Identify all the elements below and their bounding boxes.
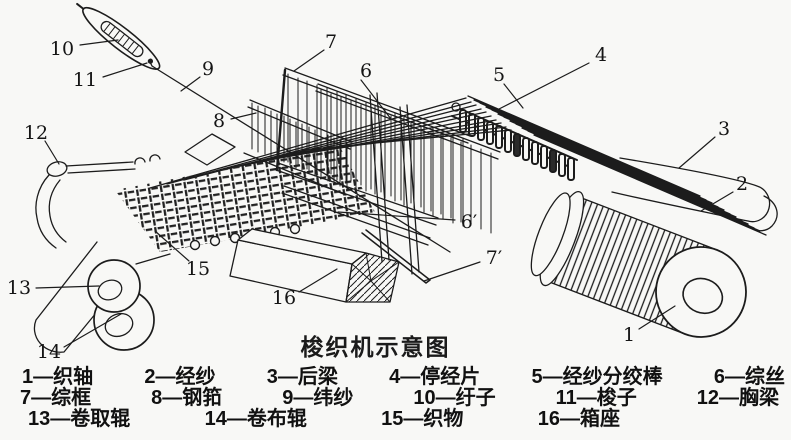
legend-item: 15—织物 [381, 408, 464, 430]
part-label-2: 2 [736, 173, 748, 195]
part-label-15: 15 [186, 258, 210, 280]
race-bar [361, 229, 431, 284]
legend-item: 2—经纱 [144, 366, 216, 388]
warp-beam [530, 191, 747, 338]
legend-row-2: 7—综框 8—钢筘 9—纬纱 10—纡子 11—梭子 12—胸梁 [0, 388, 791, 409]
shuttle [76, 2, 161, 70]
legend-item: 9—纬纱 [282, 387, 354, 409]
legend-row-3: 13—卷取辊 14—卷布辊 15—织物 16—箱座 [28, 409, 620, 430]
part-label-14: 14 [37, 341, 61, 362]
part-label-12: 12 [24, 122, 48, 144]
legend-item: 11—梭子 [555, 387, 637, 409]
part-label-3: 3 [718, 118, 730, 140]
part-label-13: 13 [7, 277, 31, 299]
leader-lines [35, 39, 734, 348]
legend-item: 10—纡子 [413, 387, 496, 409]
legend-item: 5—经纱分绞棒 [531, 366, 663, 388]
legend: 1—织轴 2—经纱 3—后梁 4—停经片 5—经纱分绞棒 6—综丝 7—综框 8… [0, 367, 791, 430]
warp-yarn-band [467, 95, 767, 236]
legend-item: 8—钢筘 [151, 387, 223, 409]
legend-item: 7—综框 [20, 387, 92, 409]
fabric [115, 133, 375, 252]
legend-item: 16—箱座 [537, 408, 620, 430]
part-label-9: 9 [202, 58, 214, 80]
legend-item: 13—卷取辊 [28, 408, 131, 430]
part-label-5: 5 [493, 64, 505, 86]
legend-item: 1—织轴 [22, 366, 94, 388]
heddle-frame-1 [275, 67, 471, 227]
part-label-8: 8 [213, 110, 225, 132]
part-label-6: 6 [360, 60, 372, 82]
legend-item: 3—后梁 [266, 366, 338, 388]
legend-row-1: 1—织轴 2—经纱 3—后梁 4—停经片 5—经纱分绞棒 6—综丝 [0, 367, 791, 388]
part-label-7-prime: 7′ [486, 247, 502, 269]
legend-item: 12—胸梁 [696, 387, 779, 409]
part-label-11: 11 [73, 69, 97, 91]
frame-posts [275, 92, 439, 275]
drop-wires [451, 102, 578, 181]
legend-item: 14—卷布辊 [204, 408, 307, 430]
legend-item: 4—停经片 [389, 366, 481, 388]
legend-item: 6—综丝 [713, 366, 785, 388]
diagram-title: 梭织机示意图 [300, 334, 451, 360]
part-label-10: 10 [50, 38, 74, 60]
part-label-4: 4 [595, 44, 607, 66]
part-label-16: 16 [272, 287, 296, 309]
loom-diagram: 10 11 9 8 7 6 5 4 3 2 1 12 13 14 15 16 6… [7, 2, 778, 362]
weft-yarn [149, 61, 451, 253]
pirn [100, 20, 144, 58]
part-label-7: 7 [325, 31, 337, 53]
part-label-6-prime: 6′ [461, 211, 477, 233]
part-label-1: 1 [623, 324, 635, 346]
breast-beam [35, 154, 161, 249]
cloth-rollers [33, 241, 171, 353]
sley-box [229, 228, 400, 303]
